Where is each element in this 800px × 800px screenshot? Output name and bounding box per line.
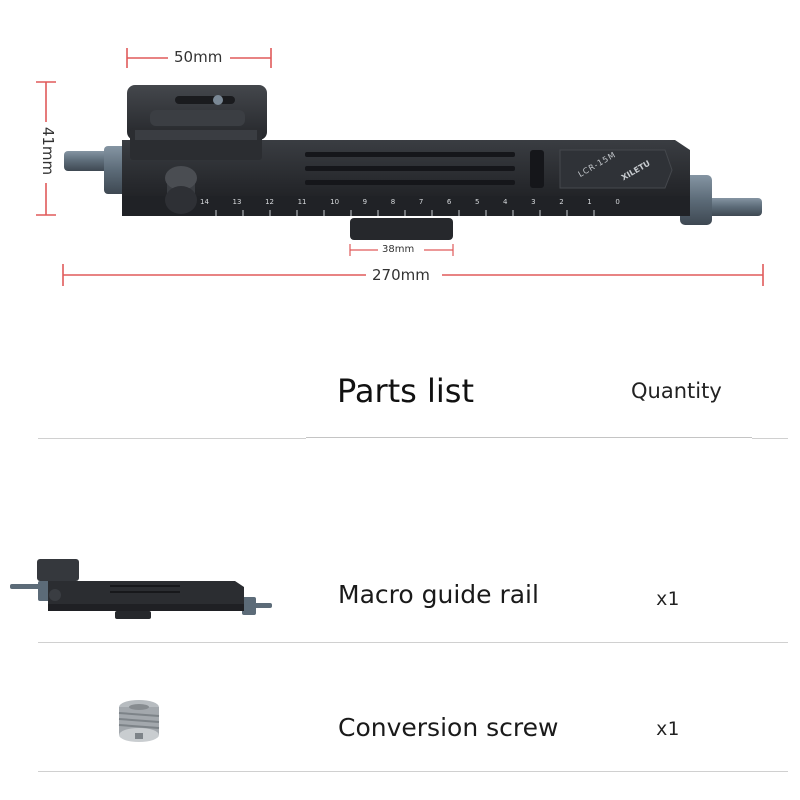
part-quantity: x1 xyxy=(656,718,679,740)
scale-ticks xyxy=(215,210,595,216)
part-name: Conversion screw xyxy=(338,713,559,742)
scale-label: 12 xyxy=(265,198,274,206)
scale-label: 0 xyxy=(615,198,620,206)
quick-release-plate xyxy=(127,85,267,160)
right-rod xyxy=(700,198,762,216)
dimension-clamp xyxy=(349,244,454,256)
bottom-clamp xyxy=(350,218,453,240)
scale-label: 10 xyxy=(330,198,340,206)
dimension-label-length: 270mm xyxy=(368,266,434,284)
scale-label: 11 xyxy=(297,198,307,206)
scale-label: 1 xyxy=(587,198,592,206)
dimension-label-width: 50mm xyxy=(170,48,227,66)
rail-body xyxy=(122,140,690,216)
left-end-cap xyxy=(104,146,126,194)
part-name: Macro guide rail xyxy=(338,580,539,609)
scale-label: 8 xyxy=(390,198,396,206)
scale-labels: 14 13 12 11 10 9 8 7 6 5 4 3 2 1 0 xyxy=(200,198,620,206)
dimension-width-top xyxy=(126,48,272,68)
macro-rail-thumbnail xyxy=(10,555,272,621)
scale-label: 5 xyxy=(474,198,480,206)
part-quantity: x1 xyxy=(656,588,679,610)
dimension-label-clamp: 38mm xyxy=(380,244,417,255)
product-diagram xyxy=(36,48,764,286)
header-divider-right xyxy=(306,437,752,438)
scale-label: 6 xyxy=(446,198,452,206)
dimension-label-height: 41mm xyxy=(39,122,58,180)
dimension-height-left xyxy=(36,81,56,216)
row-divider xyxy=(38,771,788,772)
quantity-heading: Quantity xyxy=(631,379,722,403)
scale-label: 13 xyxy=(232,198,242,206)
header-divider-left xyxy=(38,438,306,439)
scale-label: 9 xyxy=(362,198,368,206)
scale-label: 3 xyxy=(531,198,536,206)
scale-label: 2 xyxy=(559,198,564,206)
parts-list-heading: Parts list xyxy=(337,372,475,410)
locking-knob xyxy=(165,166,197,214)
dimension-total-length xyxy=(62,264,764,286)
row-divider xyxy=(38,642,788,643)
scale-label: 4 xyxy=(503,198,508,206)
scale-label: 7 xyxy=(418,198,424,206)
conversion-screw-thumbnail xyxy=(113,697,165,747)
rail-scale: 14 13 12 11 10 9 8 7 6 5 4 3 2 1 0 xyxy=(200,198,620,218)
header-divider-end xyxy=(752,438,788,439)
scale-label: 14 xyxy=(200,198,209,206)
